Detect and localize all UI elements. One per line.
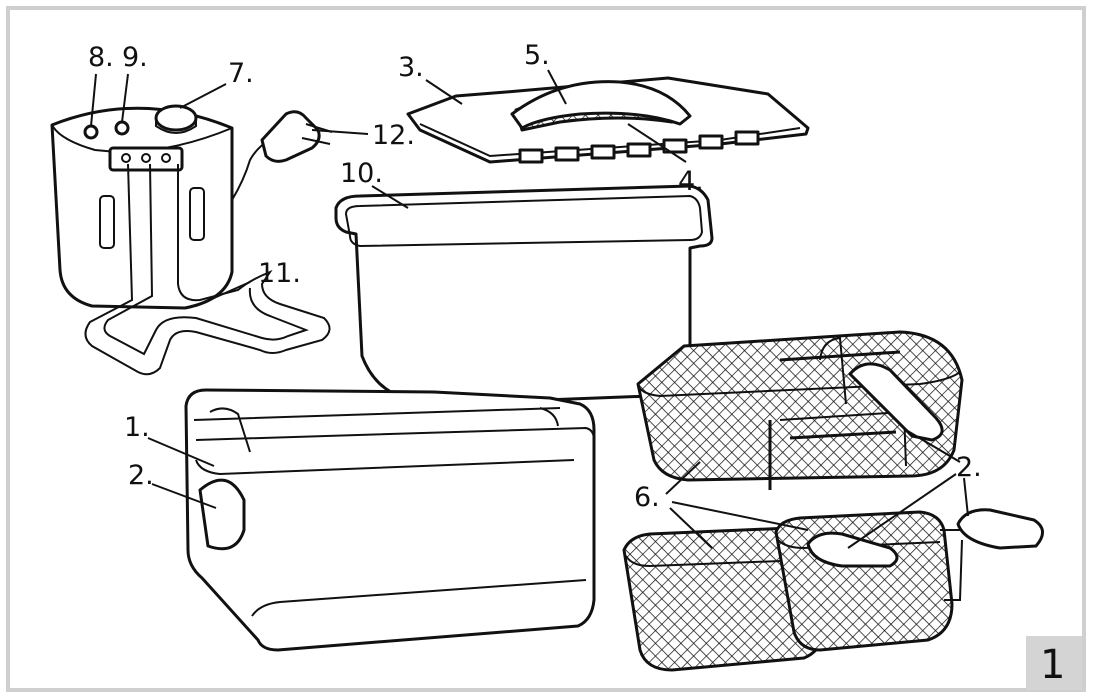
thermostat-knob-icon <box>154 104 198 132</box>
figure-number-box <box>1026 636 1082 690</box>
large-frying-basket <box>636 330 964 490</box>
large-basket-handle <box>848 362 944 442</box>
housing-side-handle <box>198 478 246 551</box>
callout-2-housing: 2. <box>128 460 154 491</box>
leader-lines <box>90 69 969 549</box>
callout-6: 6. <box>634 482 660 513</box>
callout-9: 9. <box>122 42 148 73</box>
callout-10: 10. <box>340 158 383 189</box>
small-frying-basket-right <box>774 508 1044 652</box>
lid-handle <box>510 80 692 130</box>
callout-12: 12. <box>372 120 415 151</box>
callout-3: 3. <box>398 52 424 83</box>
callout-5: 5. <box>524 40 550 71</box>
button-8-icon <box>83 124 99 140</box>
small-basket-handle-center <box>806 531 899 568</box>
callout-4: 4. <box>678 166 704 197</box>
control-unit <box>50 104 333 376</box>
callout-2-baskets: 2. <box>956 452 982 483</box>
lid <box>406 76 810 164</box>
power-plug-icon <box>260 110 333 163</box>
diagram-frame <box>6 6 1086 692</box>
callout-1: 1. <box>124 412 150 443</box>
figure-number: 1 <box>1040 642 1065 688</box>
callout-7: 7. <box>228 58 254 89</box>
small-basket-handle-right <box>956 508 1044 550</box>
fryer-housing <box>184 388 596 652</box>
callout-8: 8. <box>88 42 114 73</box>
button-9-icon <box>114 120 130 136</box>
callout-11: 11. <box>258 258 301 289</box>
